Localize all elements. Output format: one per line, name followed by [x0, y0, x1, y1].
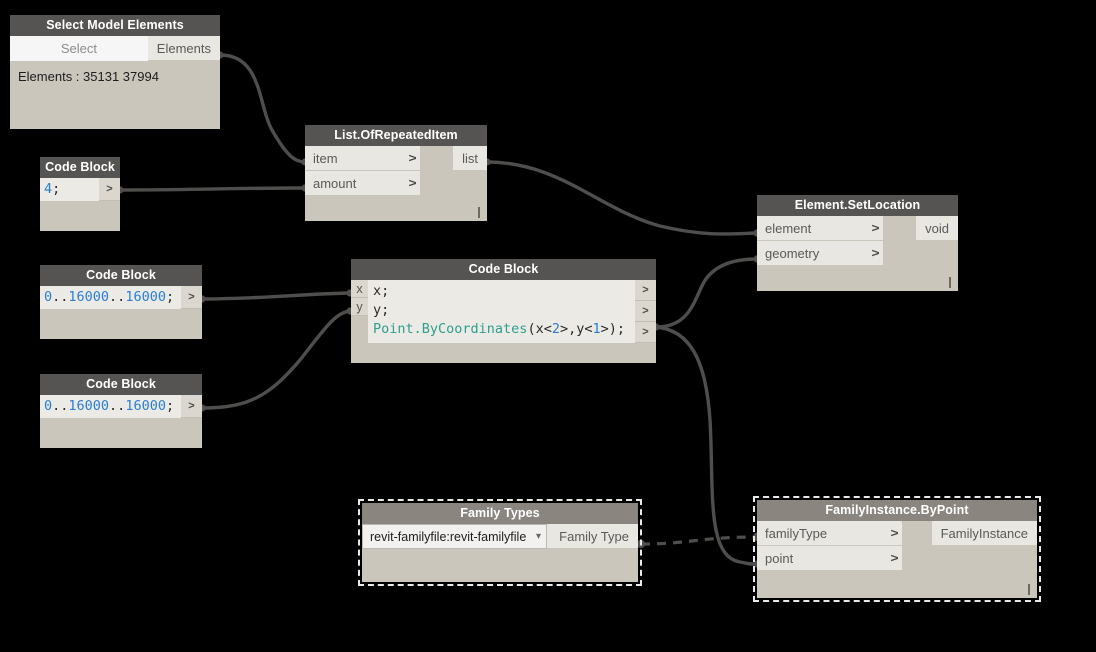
lacing-indicator [949, 277, 951, 288]
node-code-block-x-range[interactable]: Code Block 0..16000..16000; > [40, 265, 202, 339]
wire-point-to-point [654, 325, 759, 566]
node-title: Code Block [351, 259, 656, 280]
chevron-right-icon: > [871, 220, 880, 235]
node-code-block-y-range[interactable]: Code Block 0..16000..16000; > [40, 374, 202, 448]
input-port-label: familyType [765, 525, 828, 541]
code-block-editor[interactable]: 0..16000..16000; [40, 286, 181, 309]
input-port-geometry[interactable]: geometry > [757, 241, 883, 266]
code-line-2: y; [373, 302, 390, 318]
node-select-model-elements[interactable]: Select Model Elements Select Elements El… [10, 15, 220, 129]
output-port-0[interactable]: > [635, 280, 656, 301]
chevron-right-icon: > [408, 175, 417, 190]
arg-b: 1 [592, 321, 601, 337]
wire-familytype-to-familytype [640, 535, 758, 546]
node-title: Select Model Elements [10, 15, 220, 36]
output-port-0[interactable]: > [181, 286, 202, 309]
input-port-familytype[interactable]: familyType > [757, 521, 902, 546]
arg-a: 2 [551, 321, 560, 337]
code-line-3-args: (x<2>,y<1>); [527, 321, 626, 337]
node-title: Code Block [40, 265, 202, 286]
lacing-indicator [478, 207, 480, 218]
range-mid: 16000 [68, 289, 110, 305]
output-port-list[interactable]: list [453, 146, 487, 171]
input-port-y[interactable]: y [351, 298, 368, 316]
output-port-0[interactable]: > [181, 395, 202, 418]
code-block-editor[interactable]: 4; [40, 178, 99, 201]
node-title: Family Types [362, 503, 638, 524]
output-port-2[interactable]: > [635, 322, 656, 343]
chevron-right-icon: > [871, 245, 880, 260]
node-code-block-amount[interactable]: Code Block 4; > [40, 157, 120, 231]
code-terminator: ; [52, 181, 61, 197]
wire-yrange-to-y [200, 309, 352, 410]
node-family-types[interactable]: Family Types revit-familyfile:revit-fami… [358, 499, 642, 586]
node-title: List.OfRepeatedItem [305, 125, 487, 146]
node-title: Code Block [40, 157, 120, 178]
input-port-item[interactable]: item > [305, 146, 420, 171]
code-line-3-function: Point.ByCoordinates [373, 321, 528, 337]
node-title: Element.SetLocation [757, 195, 958, 216]
chevron-down-icon: ▾ [535, 531, 541, 542]
code-block-editor[interactable]: 0..16000..16000; [40, 395, 181, 418]
code-value: 4 [44, 181, 53, 197]
input-port-label: item [313, 150, 338, 166]
wire-amount-to-amount [118, 186, 307, 192]
chevron-right-icon: > [890, 550, 899, 565]
input-port-label: amount [313, 175, 357, 191]
code-block-editor[interactable]: x; y; Point.ByCoordinates(x<2>,y<1>); [368, 280, 635, 343]
node-family-instance-by-point[interactable]: FamilyInstance.ByPoint familyType > poin… [753, 496, 1041, 602]
output-port-void[interactable]: void [916, 216, 958, 241]
code-line-1: x; [373, 283, 390, 299]
input-port-label: geometry [765, 245, 820, 261]
lacing-indicator [1028, 584, 1030, 595]
output-port-family-type[interactable]: Family Type [547, 524, 638, 549]
input-port-amount[interactable]: amount > [305, 171, 420, 196]
wire-elements-to-item [218, 53, 307, 164]
range-mid: 16000 [68, 398, 110, 414]
family-type-dropdown[interactable]: revit-familyfile:revit-familyfile ▾ [362, 524, 547, 549]
output-port-elements[interactable]: Elements [147, 36, 220, 61]
dropdown-selected-value: revit-familyfile:revit-familyfile [370, 529, 527, 544]
node-title: FamilyInstance.ByPoint [757, 500, 1037, 521]
wire-point-to-geometry [654, 257, 759, 329]
range-end: 16000 [125, 289, 166, 305]
range-start: 0 [44, 289, 53, 305]
node-code-block-point[interactable]: Code Block x y x; y; Point.ByCoordinates… [351, 259, 656, 363]
select-button[interactable]: Select [10, 36, 148, 61]
node-list-of-repeated-item[interactable]: List.OfRepeatedItem item > amount > list [305, 125, 487, 221]
output-port-0[interactable]: > [99, 178, 120, 201]
input-port-label: point [765, 550, 794, 566]
elements-info-text: Elements : 35131 37994 [18, 69, 159, 84]
node-title: Code Block [40, 374, 202, 395]
wire-list-to-element [485, 160, 759, 236]
chevron-right-icon: > [408, 150, 417, 165]
input-port-element[interactable]: element > [757, 216, 883, 241]
input-port-x[interactable]: x [351, 280, 368, 298]
node-element-set-location[interactable]: Element.SetLocation element > geometry >… [757, 195, 958, 291]
wire-xrange-to-x [200, 291, 352, 301]
output-port-1[interactable]: > [635, 301, 656, 322]
chevron-right-icon: > [890, 525, 899, 540]
range-end: 16000 [125, 398, 166, 414]
range-start: 0 [44, 398, 53, 414]
input-port-label: element [765, 220, 812, 236]
input-port-point[interactable]: point > [757, 546, 902, 571]
output-port-familyinstance[interactable]: FamilyInstance [931, 521, 1037, 546]
